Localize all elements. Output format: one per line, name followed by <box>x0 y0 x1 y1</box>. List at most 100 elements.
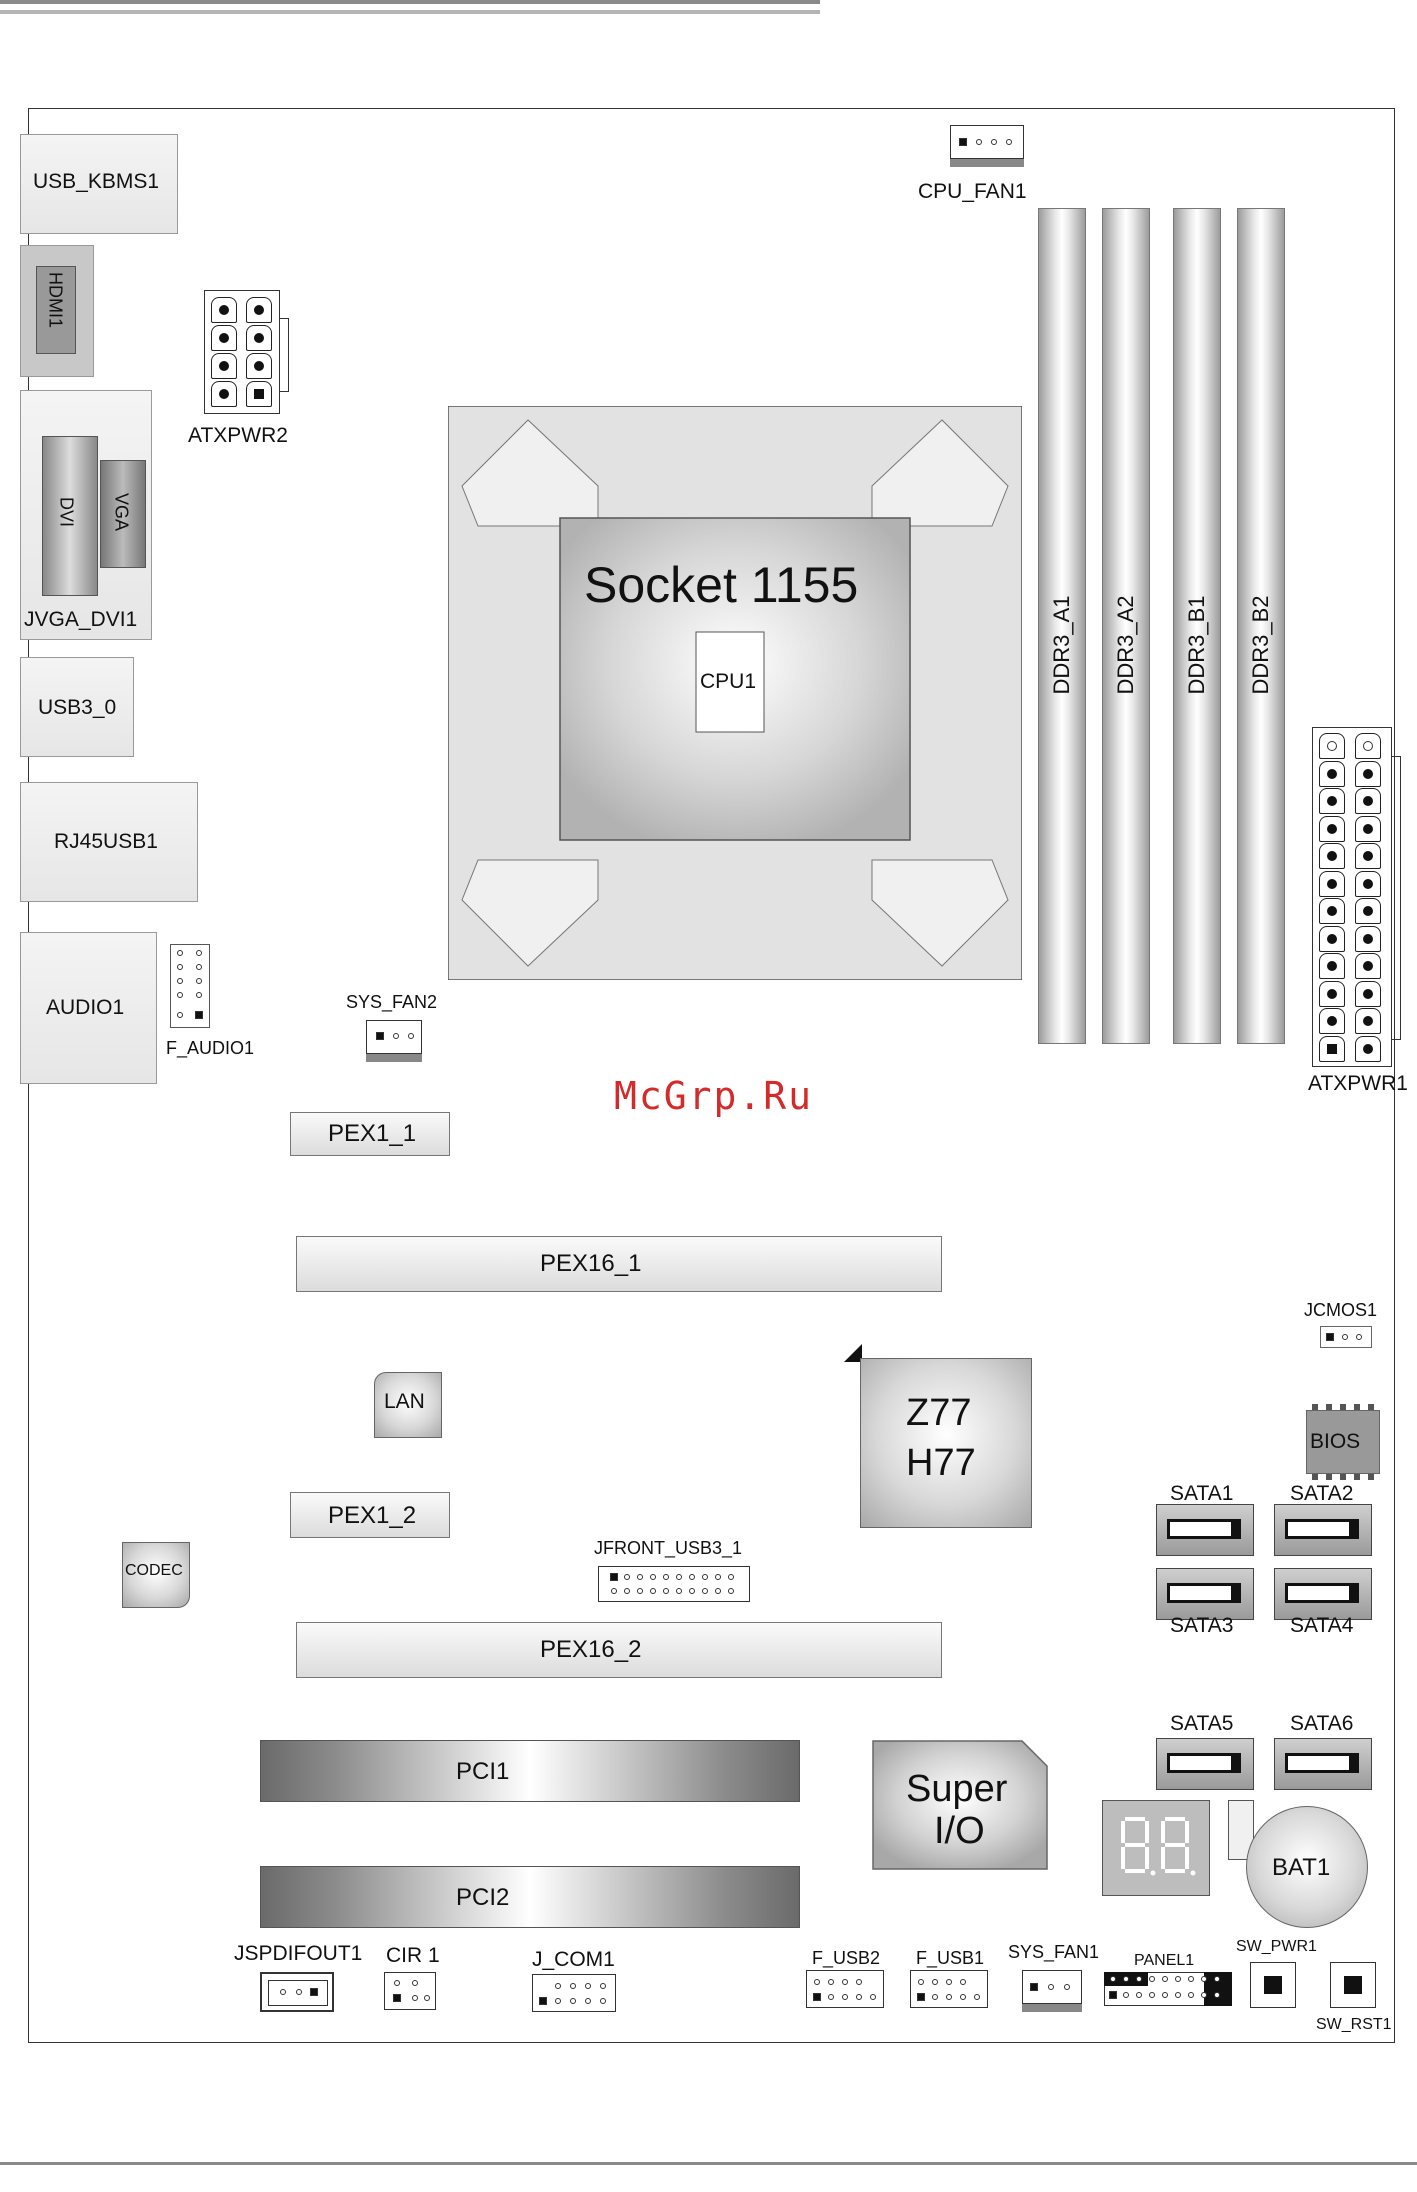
atxpwr1-latch <box>1392 756 1401 1040</box>
pin-1 <box>246 381 272 407</box>
vga-connector <box>100 460 146 568</box>
pin <box>1064 1984 1070 1990</box>
pin <box>624 1574 630 1580</box>
pin <box>1319 788 1345 814</box>
pin <box>715 1574 721 1580</box>
ddr3-b1-slot: DDR3_B1 <box>1173 208 1221 1044</box>
pin <box>1110 1976 1116 1982</box>
chipset-label-2: H77 <box>906 1442 976 1484</box>
hdmi-connector <box>36 266 76 354</box>
pin <box>196 978 202 984</box>
cir-header <box>384 1972 436 2010</box>
sw-pwr-label: SW_PWR1 <box>1236 1938 1317 1955</box>
watermark: McGrp.Ru <box>614 1074 814 1118</box>
pin <box>1319 898 1345 924</box>
jspdifout-inner <box>268 1980 328 2006</box>
pin <box>246 325 272 351</box>
pin <box>196 964 202 970</box>
pin <box>196 950 202 956</box>
pin <box>1175 1976 1181 1982</box>
pin <box>394 1980 400 1986</box>
pin <box>1319 843 1345 869</box>
sw-rst-cap <box>1344 1976 1362 1994</box>
pin <box>1201 1976 1207 1982</box>
sata5-label: SATA5 <box>1170 1712 1234 1735</box>
sys-fan2-latch <box>366 1054 422 1062</box>
ddr3-b2-slot: DDR3_B2 <box>1237 208 1285 1044</box>
pin <box>246 353 272 379</box>
pex16-1-slot <box>296 1236 942 1292</box>
pin <box>828 1994 834 2000</box>
pin <box>946 1979 952 1985</box>
superio-label-1: Super <box>906 1768 1008 1810</box>
sys-fan2-label: SYS_FAN2 <box>346 992 438 1012</box>
pin <box>555 1983 561 1989</box>
pin <box>412 1995 418 2001</box>
ddr3-a2-label: DDR3_A2 <box>1113 595 1138 695</box>
pin <box>555 1998 561 2004</box>
pin <box>1188 1992 1194 1998</box>
pin <box>842 1979 848 1985</box>
pin <box>856 1994 862 2000</box>
pin <box>1342 1334 1348 1340</box>
pin <box>1136 1992 1142 1998</box>
pin <box>702 1574 708 1580</box>
sata3-port <box>1156 1568 1254 1620</box>
pin <box>728 1574 734 1580</box>
ddr3-b1-label: DDR3_B1 <box>1184 595 1209 695</box>
audio-label: AUDIO1 <box>46 996 125 1019</box>
pin-1 <box>959 138 967 146</box>
pin <box>814 1979 820 1985</box>
pin <box>1355 760 1381 787</box>
pin <box>1355 1035 1381 1062</box>
pin <box>570 1998 576 2004</box>
pci1-slot <box>260 1740 800 1802</box>
pin <box>393 1033 399 1039</box>
chipset-label-1: Z77 <box>906 1392 972 1434</box>
bios-pins-bottom <box>1312 1474 1374 1480</box>
lan-chip <box>374 1372 442 1438</box>
pin <box>974 1994 980 2000</box>
pin <box>1319 980 1345 1007</box>
pin <box>1355 733 1381 759</box>
pin <box>1214 1992 1220 1998</box>
pin-1 <box>195 1011 203 1019</box>
pin-1 <box>310 1988 318 1996</box>
pin <box>1006 139 1012 145</box>
pin <box>689 1574 695 1580</box>
pin-1 <box>376 1032 384 1040</box>
bios-pins-top <box>1312 1404 1374 1410</box>
pin <box>1319 870 1345 897</box>
sata6-label: SATA6 <box>1290 1712 1354 1735</box>
bios-chip <box>1306 1410 1380 1474</box>
sata2-label: SATA2 <box>1290 1482 1354 1505</box>
ddr3-a1-slot: DDR3_A1 <box>1038 208 1086 1044</box>
usb-kbms-label: USB_KBMS1 <box>33 170 160 193</box>
pin <box>932 1979 938 1985</box>
sata2-port <box>1274 1504 1372 1556</box>
pin-1 <box>1319 1035 1345 1062</box>
sw-rst-label: SW_RST1 <box>1316 2016 1392 2033</box>
sw-pwr-cap <box>1264 1976 1282 1994</box>
pin <box>1188 1976 1194 1982</box>
audio-port <box>20 932 157 1084</box>
cpu-socket <box>447 405 1023 981</box>
pin <box>1048 1984 1054 1990</box>
pin <box>211 325 237 351</box>
pin <box>177 992 183 998</box>
pin <box>663 1588 669 1594</box>
top-rule-thin <box>0 10 820 14</box>
f-usb1-label: F_USB1 <box>916 1948 985 1968</box>
pin <box>296 1989 302 1995</box>
jfront-usb3-label: JFRONT_USB3_1 <box>594 1538 743 1558</box>
pin <box>611 1588 617 1594</box>
pin <box>663 1574 669 1580</box>
ddr3-b2-label: DDR3_B2 <box>1248 595 1273 695</box>
chipset-pin1-marker <box>844 1344 862 1362</box>
pex1-2-label: PEX1_2 <box>328 1502 417 1529</box>
battery-label: BAT1 <box>1272 1854 1331 1881</box>
pin <box>1201 1992 1207 1998</box>
pin <box>1355 788 1381 814</box>
pin <box>1355 815 1381 842</box>
pci2-slot <box>260 1866 800 1928</box>
